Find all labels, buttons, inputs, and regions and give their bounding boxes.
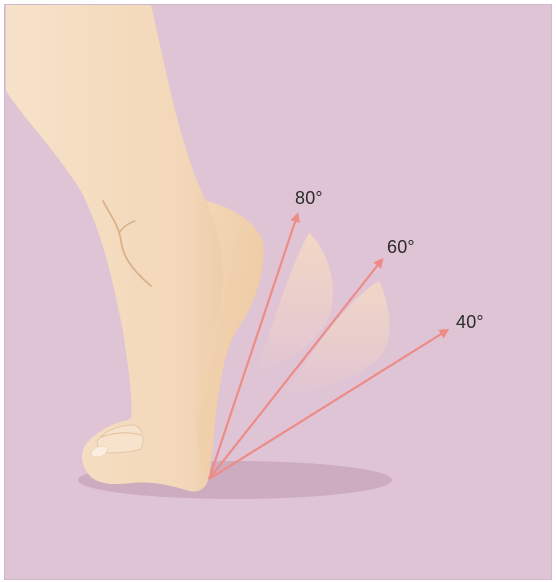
foot-angle-illustration bbox=[4, 4, 552, 580]
illustration-panel: 80° 60° 40° bbox=[4, 4, 552, 580]
angle-label-80: 80° bbox=[295, 188, 323, 209]
angle-label-40: 40° bbox=[456, 312, 484, 333]
angle-label-60: 60° bbox=[387, 237, 415, 258]
